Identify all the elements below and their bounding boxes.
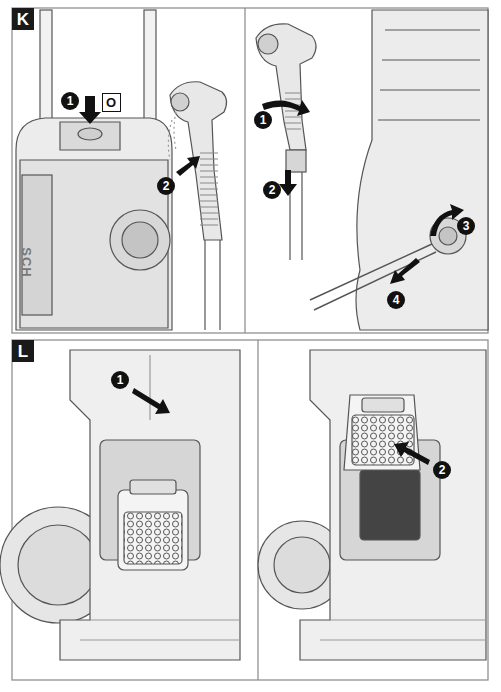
callout-text: 2: [269, 184, 276, 196]
callout-text: 1: [260, 114, 267, 126]
callout-text: 2: [439, 464, 446, 476]
callout-text: 2: [163, 180, 170, 192]
brand-lettering: SCH: [18, 247, 33, 277]
callout-number: 1: [254, 111, 272, 129]
panel-letter-text: L: [18, 343, 28, 360]
callout-text: 4: [393, 294, 400, 306]
callout-text: 1: [67, 95, 74, 107]
callout-number: 2: [263, 181, 281, 199]
panel-letter-text: K: [17, 11, 29, 28]
callout-number: 2: [433, 461, 451, 479]
callout-text: 3: [463, 220, 470, 232]
panel-letter: L: [12, 340, 34, 362]
callout-number: 1: [111, 371, 129, 389]
callout-number: 4: [387, 291, 405, 309]
callout-text: O: [106, 96, 116, 109]
off-symbol-box: O: [102, 93, 121, 112]
callout-number: 2: [157, 177, 175, 195]
callout-text: 1: [117, 374, 124, 386]
panel-letter: K: [12, 8, 34, 30]
callout-number: 1: [61, 92, 79, 110]
callout-number: 3: [457, 217, 475, 235]
